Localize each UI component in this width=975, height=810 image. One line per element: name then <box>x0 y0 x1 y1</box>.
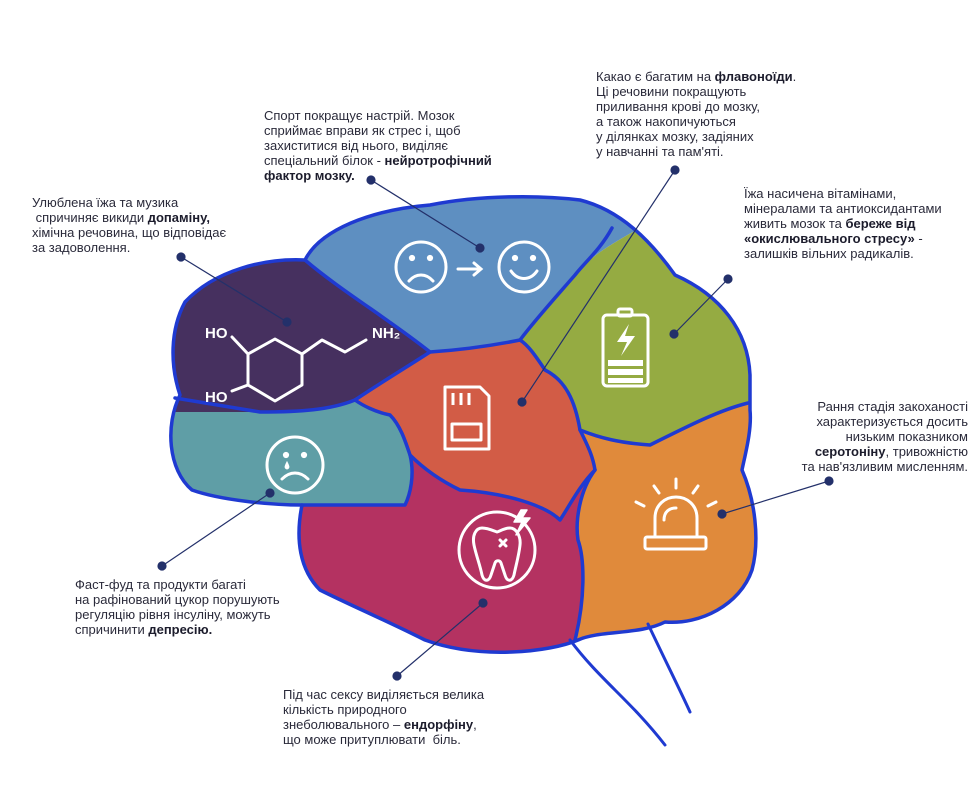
note-line: за задоволення. <box>32 240 131 255</box>
note-line: залишків вільних радикалів. <box>744 246 914 261</box>
note-line: Какао є багатим на флавоноїди. <box>596 69 797 84</box>
note-line: спричиняє викиди допаміну, <box>32 210 210 225</box>
note-line: що може притуплювати біль. <box>283 732 461 747</box>
region-borders <box>173 226 750 642</box>
note-line: фактор мозку. <box>264 168 355 183</box>
note-line: мінералами та антиоксидантами <box>744 201 942 216</box>
note-line: приливання крові до мозку, <box>596 99 760 114</box>
dot-vitamins <box>723 274 733 284</box>
battery-icon <box>601 307 650 388</box>
dot-fastfood <box>157 561 167 571</box>
note-line: захиститися від нього, виділяє <box>264 138 449 153</box>
memory-card-icon <box>443 385 491 451</box>
region-red <box>355 340 595 520</box>
note-line: низьким показником <box>845 429 968 444</box>
dot-sport <box>366 175 376 185</box>
molecule-ho-bottom: HO <box>205 389 228 406</box>
region-teal <box>170 400 413 505</box>
note-line: спеціальний білок - нейротрофічний <box>264 153 492 168</box>
note-vitamins: Їжа насичена вітамінами,мінералами та ан… <box>744 186 942 261</box>
note-line: а також накопичуються <box>596 114 736 129</box>
brain-stem <box>568 622 692 747</box>
note-line: на рафінований цукор порушують <box>75 592 280 607</box>
sad-to-happy-icon <box>394 240 551 294</box>
crying-face-icon <box>265 435 325 495</box>
dot-love <box>824 476 834 486</box>
dot-cocoa <box>670 165 680 175</box>
note-dopamine: Улюблена їжа та музика спричиняє викиди … <box>32 195 226 255</box>
note-line: «окислювального стресу» - <box>744 231 923 246</box>
brain-outline <box>169 194 758 654</box>
note-line: регуляцію рівня інсуліну, можуть <box>75 607 271 622</box>
note-line: спричинити депресію. <box>75 622 213 637</box>
note-line: Під час сексу виділяється велика <box>283 687 485 702</box>
note-line: Улюблена їжа та музика <box>32 195 179 210</box>
note-line: Їжа насичена вітамінами, <box>744 186 897 201</box>
note-line: характеризується досить <box>816 414 968 429</box>
alarm-siren-icon <box>634 477 718 551</box>
note-line: Спорт покращує настрій. Мозок <box>264 108 455 123</box>
molecule-ho-top: HO <box>205 325 228 342</box>
note-line: кількість природного <box>283 702 407 717</box>
note-line: у ділянках мозку, задіяних <box>596 129 754 144</box>
dot-dopamine <box>176 252 186 262</box>
connectors <box>157 165 834 681</box>
dopamine-molecule-icon <box>230 335 368 403</box>
note-line: у навчанні та пам'яті. <box>596 144 724 159</box>
dot-sex <box>392 671 402 681</box>
note-line: живить мозок та береже від <box>744 216 916 231</box>
note-line: хімічна речовина, що відповідає <box>32 225 227 240</box>
note-line: та нав'язливим мисленням. <box>801 459 968 474</box>
molecule-nh2: NH₂ <box>372 325 400 342</box>
note-line: Рання стадія закоханості <box>817 399 968 414</box>
note-cocoa: Какао є багатим на флавоноїди.Ці речовин… <box>596 69 796 159</box>
note-line: сприймає вправи як стрес і, щоб <box>264 123 461 138</box>
note-line: Фаст-фуд та продукти багаті <box>75 577 246 592</box>
note-line: серотоніну, тривожністю <box>814 444 968 459</box>
tooth-pain-icon <box>457 509 537 590</box>
note-line: Ці речовини покращують <box>596 84 747 99</box>
note-line: знеболювального – ендорфіну, <box>283 717 477 732</box>
